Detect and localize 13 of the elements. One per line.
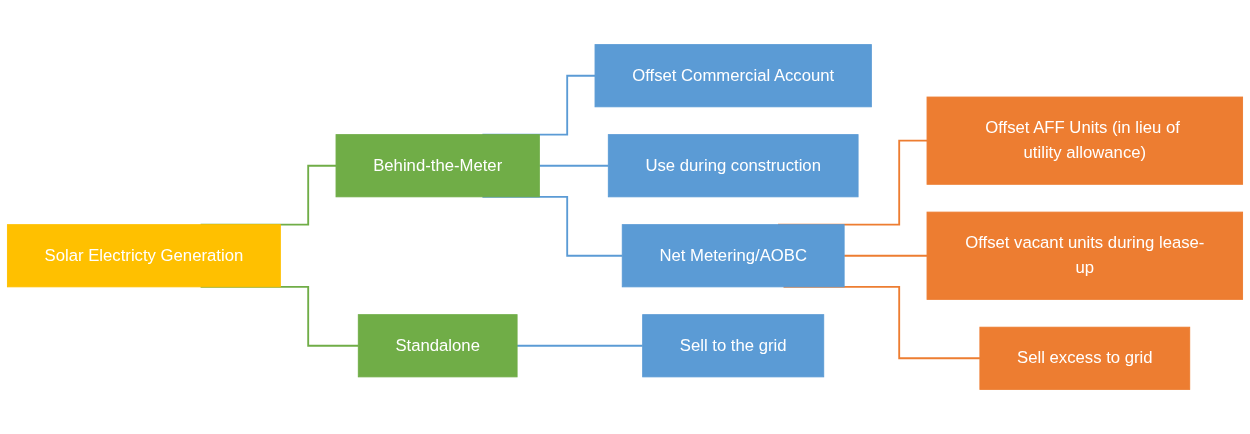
connector xyxy=(538,164,610,167)
connector xyxy=(516,344,644,347)
node-box: Use during construction xyxy=(607,134,859,198)
node-box: Standalone xyxy=(357,314,518,378)
node-box: Sell excess to grid xyxy=(979,326,1191,390)
node-box: Offset vacant units during lease-up xyxy=(926,211,1244,300)
node-box: Solar Electricty Generation xyxy=(6,224,281,288)
node-box: Behind-the-Meter xyxy=(335,134,540,198)
node-box: Sell to the grid xyxy=(642,314,825,378)
node-box: Offset Commercial Account xyxy=(594,44,872,108)
connector xyxy=(843,254,928,257)
node-box: Net Metering/AOBC xyxy=(621,224,845,288)
node-box: Offset AFF Units (in lieu of utility allowance) xyxy=(926,96,1244,185)
